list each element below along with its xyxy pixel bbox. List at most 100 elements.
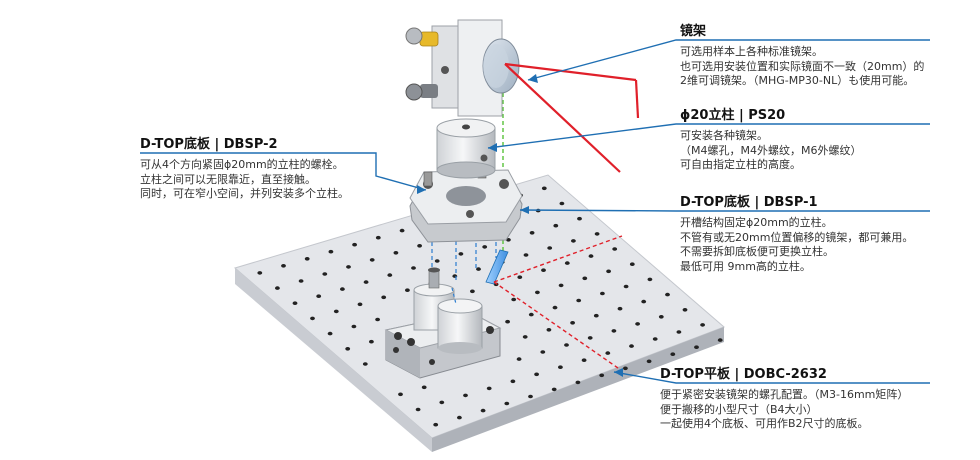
breadboard-hole [623, 284, 629, 289]
breadboard-hole [617, 306, 623, 311]
breadboard-hole [534, 372, 539, 377]
slot-highlight [485, 249, 509, 285]
breadboard-hole [558, 283, 564, 288]
breadboard-hole [517, 275, 523, 280]
callout-ps20-post: ϕ20立柱 | PS20 可安装各种镜架。 （M4螺孔，M4外螺纹，M6外螺纹）… [680, 108, 861, 173]
callout-line: 立柱之间可以无限靠近，直至接触。 [140, 172, 316, 186]
breadboard-hole [588, 254, 594, 258]
callout-title: ϕ20立柱 | PS20 [680, 108, 786, 123]
breadboard-hole [647, 277, 653, 282]
breadboard-hole [433, 422, 439, 427]
breadboard-hole [577, 216, 582, 221]
breadboard-hole [415, 407, 421, 412]
breadboard-hole [504, 401, 510, 406]
breadboard-hole [316, 294, 322, 299]
callout-line: 最低可用 9mm高的立柱。 [680, 259, 811, 273]
breadboard-hole [480, 408, 486, 413]
breadboard-hole [646, 359, 652, 364]
breadboard-hole [363, 280, 369, 284]
breadboard-hole [417, 244, 422, 248]
callout-line: 2维可调镜架。（MHG-MP30-NL）も使用可能。 [680, 74, 915, 87]
callout-line: 可安装各种镜架。 [680, 129, 768, 142]
breadboard-hole [582, 276, 588, 281]
breadboard-hole [529, 231, 535, 235]
breadboard-hole [511, 297, 517, 302]
breadboard-hole [439, 400, 445, 405]
breadboard-hole [571, 239, 576, 243]
breadboard-hole [600, 291, 605, 296]
callout-title: 镜架 [680, 24, 707, 39]
breadboard-hole [421, 385, 427, 390]
breadboard-hole [551, 387, 557, 392]
breadboard-hole [670, 352, 676, 357]
breadboard-hole [482, 245, 488, 249]
breadboard-hole [629, 262, 635, 267]
breadboard-hole [523, 253, 529, 257]
breadboard-hole [547, 246, 553, 250]
callout-line: 不需要拆卸底板便可更换立柱。 [680, 245, 834, 258]
breadboard-hole [564, 343, 569, 347]
callout-dbsp1: D-TOP底板 | DBSP-1 开槽结构固定ϕ20mm的立柱。 不管有或无20… [680, 195, 913, 274]
breadboard-hole [611, 329, 617, 333]
breadboard-hole [658, 315, 664, 319]
breadboard-hole [345, 347, 351, 351]
breadboard-hole [553, 223, 559, 228]
breadboard-hole [576, 298, 582, 303]
breadboard-hole [393, 251, 399, 255]
breadboard-hole [434, 259, 440, 263]
callout-line: 可选用样本上各种标准镜架。 [680, 45, 823, 58]
dbsp1-base-plate [409, 163, 523, 243]
mirror-mount [405, 19, 520, 117]
breadboard-hole [346, 265, 351, 269]
breadboard-hole [528, 312, 534, 317]
callout-line: 便于紧密安装镜架的螺孔配置。（M3-16mm矩阵） [660, 388, 909, 401]
breadboard-hole [399, 228, 405, 233]
breadboard-hole [540, 350, 546, 354]
breadboard-hole [298, 279, 304, 283]
breadboard-hole [606, 269, 611, 274]
breadboard-hole [275, 286, 280, 290]
breadboard-hole [398, 392, 403, 397]
breadboard-hole [405, 288, 410, 293]
breadboard-hole [522, 335, 528, 339]
breadboard-hole [546, 328, 552, 332]
breadboard-hole [559, 201, 565, 206]
breadboard-hole [470, 289, 475, 294]
breadboard-hole [458, 252, 464, 256]
callout-line: 不管有或无20mm位置偏移的镜架，都可兼用。 [680, 230, 914, 244]
callout-line: 一起使用4个底板、可用作B2尺寸的底板。 [660, 417, 869, 430]
breadboard-hole [516, 357, 522, 361]
breadboard-hole [541, 186, 547, 191]
breadboard-hole [357, 302, 363, 307]
breadboard-hole [564, 261, 570, 265]
callout-title: D-TOP平板 | DOBC-2632 [660, 367, 827, 382]
breadboard-hole [682, 308, 688, 312]
breadboard-hole [570, 321, 575, 325]
breadboard-hole [581, 358, 587, 363]
breadboard-hole [593, 313, 599, 318]
breadboard-hole [558, 365, 563, 370]
breadboard-hole [594, 232, 600, 236]
breadboard-hole [665, 292, 670, 297]
breadboard-hole [486, 386, 492, 391]
breadboard-hole [351, 324, 357, 329]
callout-line: 便于搬移的小型尺寸（B4大小） [660, 402, 818, 416]
dbsp2-assembly [384, 267, 502, 379]
callout-title: D-TOP底板 | DBSP-1 [680, 195, 818, 210]
callout-line: 开槽结构固定ϕ20mm的立柱。 [680, 216, 833, 229]
ps20-post [436, 118, 496, 179]
breadboard-hole [352, 242, 357, 247]
callout-mirror-mount: 镜架 可选用样本上各种标准镜架。 也可选用安装位置和实际镜面不一致（20mm）的… [680, 24, 924, 89]
breadboard-hole [333, 309, 339, 314]
breadboard-hole [641, 299, 647, 304]
callout-dobc-2632: D-TOP平板 | DOBC-2632 便于紧密安装镜架的螺孔配置。（M3-16… [660, 367, 908, 432]
breadboard-hole [463, 393, 468, 398]
breadboard-hole [612, 247, 618, 251]
breadboard-hole [310, 316, 315, 321]
breadboard-hole [587, 336, 593, 340]
breadboard-hole [257, 271, 263, 275]
breadboard-hole [629, 344, 634, 348]
breadboard-hole [375, 317, 380, 322]
callout-line: 可自由指定立柱的高度。 [680, 158, 801, 171]
breadboard-hole [411, 266, 416, 270]
